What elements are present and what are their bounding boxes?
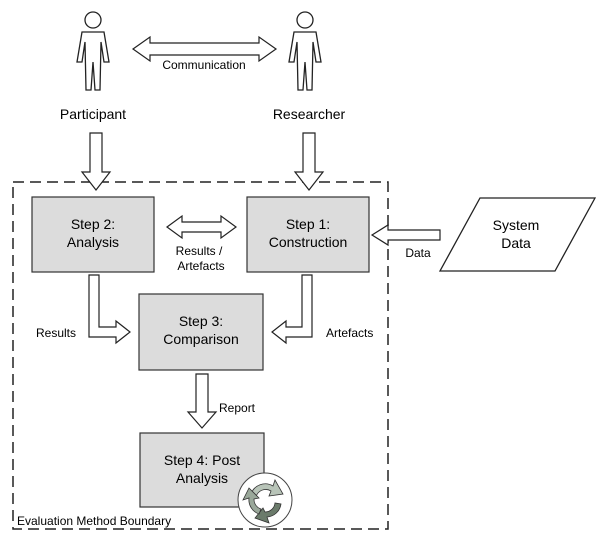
- boundary-label: Evaluation Method Boundary: [17, 514, 171, 528]
- step1-label-line2: Construction: [269, 234, 348, 250]
- communication-label-bg: [151, 57, 258, 73]
- communication-arrow: [131, 35, 278, 63]
- results-arrow: [88, 274, 131, 345]
- results-label: Results: [36, 326, 76, 340]
- step2-label-line2: Analysis: [67, 234, 119, 250]
- step4-label-line1: Step 4: Post: [164, 452, 240, 468]
- data-arrow: [370, 223, 441, 247]
- step2-box: [31, 196, 155, 273]
- results-artefacts-label-line2: Artefacts: [177, 259, 224, 273]
- step1-box: [246, 196, 370, 273]
- artefacts-label: Artefacts: [326, 326, 373, 340]
- participant-down-arrow: [80, 132, 112, 191]
- results-artefacts-label-line1: Results /: [176, 244, 223, 258]
- communication-label: Communication: [162, 58, 245, 72]
- results-artefacts-arrow: [165, 214, 238, 240]
- researcher-label: Researcher: [273, 106, 346, 122]
- evaluation-boundary: [12, 181, 389, 530]
- step3-box: [138, 293, 264, 371]
- artefacts-arrow: [271, 274, 313, 345]
- researcher-down-arrow: [293, 132, 325, 191]
- step1-label-line1: Step 1:: [286, 216, 330, 232]
- system-data-label-line2: Data: [501, 235, 531, 251]
- data-label: Data: [405, 246, 431, 260]
- participant-icon: [76, 11, 110, 91]
- report-arrow: [186, 373, 218, 429]
- report-label: Report: [219, 401, 256, 415]
- step2-label-line1: Step 2:: [71, 216, 115, 232]
- cycle-icon: [237, 472, 293, 528]
- participant-label: Participant: [60, 106, 126, 122]
- step4-label-line2: Analysis: [176, 470, 228, 486]
- step3-label-line2: Comparison: [163, 331, 238, 347]
- system-data-shape: [438, 197, 596, 272]
- step3-label-line1: Step 3:: [179, 313, 223, 329]
- system-data-label-line1: System: [493, 217, 540, 233]
- researcher-icon: [288, 11, 322, 91]
